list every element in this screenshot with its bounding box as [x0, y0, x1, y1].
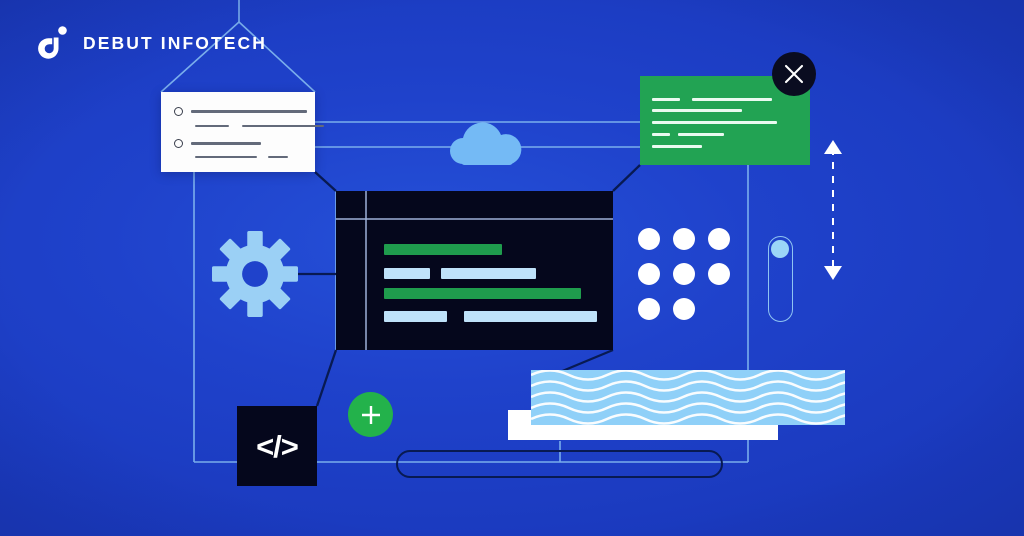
debut-d-monogram-icon [38, 26, 67, 59]
editor-titlebar-divider [336, 218, 613, 220]
code-line [652, 98, 680, 101]
list-item [174, 139, 261, 148]
code-line [692, 98, 772, 101]
bullet-circle-icon [174, 107, 183, 116]
code-line [464, 311, 597, 322]
brand-logo-text: DEBUT INFOTECH [83, 32, 267, 53]
text-line [242, 125, 324, 128]
text-line [191, 142, 261, 145]
search-input-bar[interactable] [396, 450, 723, 478]
wave-pattern-panel [531, 370, 845, 425]
close-button[interactable] [772, 52, 816, 96]
code-line [652, 121, 777, 124]
text-line [195, 125, 229, 128]
wave-lines-icon [531, 370, 845, 425]
code-line [441, 268, 536, 279]
code-editor-window[interactable] [336, 191, 613, 350]
code-line [384, 288, 581, 299]
gear-icon[interactable] [212, 231, 298, 317]
bullet-circle-icon [174, 139, 183, 148]
text-line [268, 156, 288, 159]
code-line [652, 109, 742, 112]
plus-icon [361, 405, 380, 424]
close-icon [784, 64, 804, 84]
dot-grid [638, 228, 730, 320]
code-bracket-icon: </> [256, 428, 299, 464]
list-item [174, 107, 307, 116]
toggle-knob[interactable] [770, 240, 789, 258]
grid-dot [673, 228, 695, 250]
cloud-icon [450, 122, 522, 165]
text-line [191, 110, 307, 113]
vertical-toggle-switch[interactable] [768, 236, 793, 322]
list-item [195, 125, 324, 128]
vertical-resize-arrow-icon [824, 140, 842, 280]
code-line [384, 268, 430, 279]
grid-dot [638, 298, 660, 320]
document-list-card[interactable] [161, 92, 324, 172]
grid-dot [708, 228, 730, 250]
add-button[interactable] [348, 392, 393, 437]
grid-dot [673, 298, 695, 320]
grid-dot [638, 228, 660, 250]
grid-dot [708, 263, 730, 285]
code-line [652, 133, 670, 136]
list-item [195, 156, 288, 159]
code-line [384, 311, 447, 322]
editor-sidebar-divider [365, 191, 367, 350]
code-line [384, 244, 502, 255]
grid-dot [638, 263, 660, 285]
text-line [195, 156, 257, 159]
code-line [652, 145, 702, 148]
brand-logo[interactable]: DEBUT INFOTECH [38, 26, 267, 60]
code-line [678, 133, 724, 136]
code-bracket-tile[interactable]: </> [237, 406, 317, 486]
grid-dot [673, 263, 695, 285]
